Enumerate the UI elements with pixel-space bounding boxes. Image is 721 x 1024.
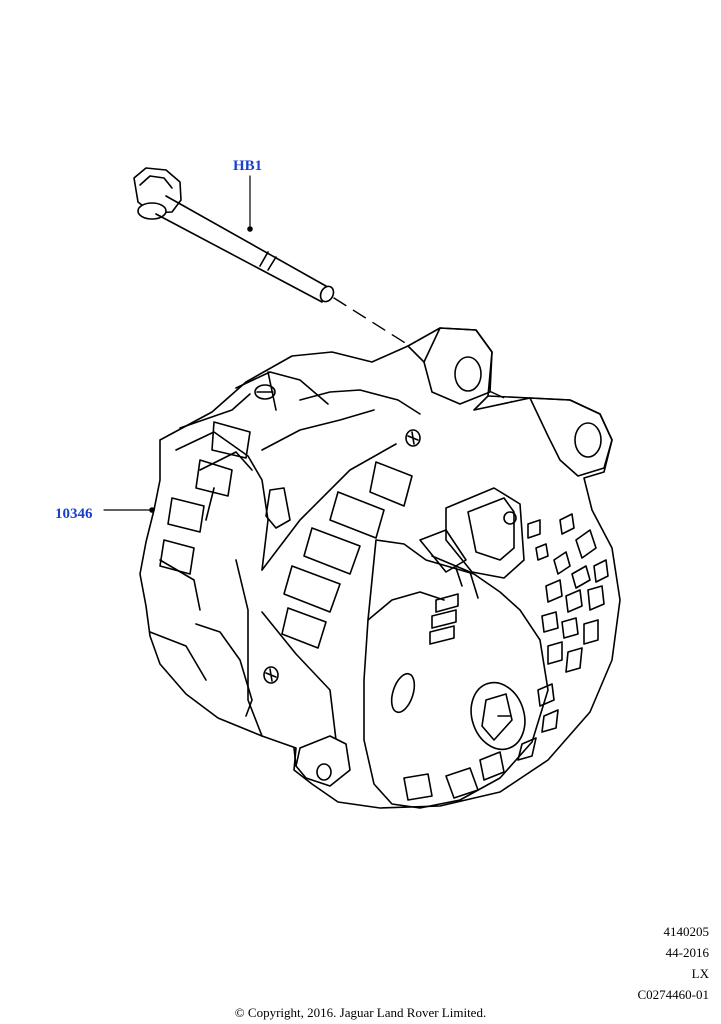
footer-market-code: LX <box>691 966 709 981</box>
alternator-10346-part[interactable] <box>103 327 621 809</box>
bolt-hb1-part[interactable] <box>133 167 336 304</box>
footer-illustration-id: C0274460-01 <box>637 987 710 1002</box>
copyright-notice: © Copyright, 2016. Jaguar Land Rover Lim… <box>234 1005 487 1020</box>
footer-part-code: 4140205 <box>663 924 710 939</box>
footer-date-code: 44-2016 <box>665 945 709 960</box>
callout-hb1[interactable]: HB1 <box>233 158 263 174</box>
callout-10346[interactable]: 10346 <box>55 506 93 522</box>
